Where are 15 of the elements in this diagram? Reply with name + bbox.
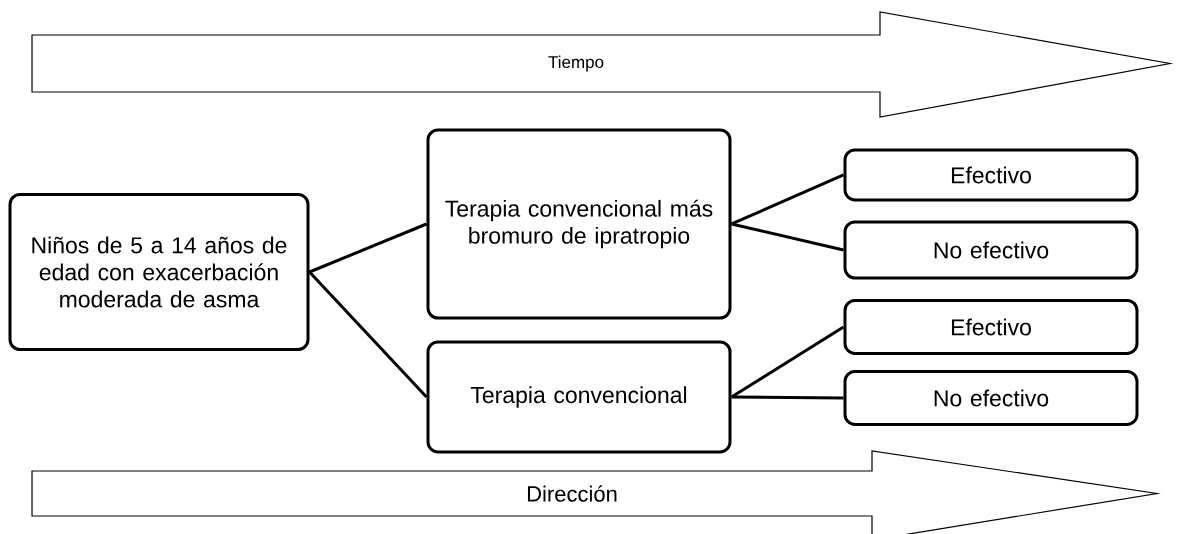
connector-line bbox=[308, 270, 428, 398]
connector-line bbox=[731, 395, 844, 400]
process-box: Niños de 5 a 14 años de edad con exacerbación moderada de asma bbox=[8, 193, 310, 351]
connector-line bbox=[308, 222, 428, 274]
process-box: No efectivo bbox=[843, 220, 1139, 280]
arrow-band: Dirección bbox=[31, 450, 1161, 534]
connector-line bbox=[730, 325, 845, 399]
connector-line bbox=[731, 222, 844, 252]
process-box: Efectivo bbox=[843, 148, 1139, 202]
process-box: No efectivo bbox=[843, 370, 1139, 426]
process-box: Efectivo bbox=[843, 299, 1139, 355]
arrow-band: Tiempo bbox=[31, 11, 1174, 118]
process-box: Terapia convencional bbox=[426, 340, 732, 454]
process-box: Terapia convencional más bromuro de ipratropio bbox=[426, 128, 732, 320]
connector-line bbox=[730, 173, 845, 226]
